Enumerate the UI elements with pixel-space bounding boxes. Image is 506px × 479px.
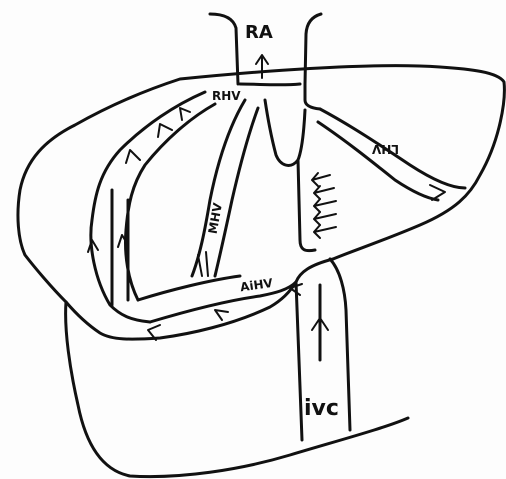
ra-label: RA [245, 22, 273, 43]
aihv-label: AiHV [239, 276, 274, 295]
rhv-vessel [88, 92, 215, 322]
aihv-vessel [138, 276, 302, 340]
mid-trunk [265, 100, 315, 251]
ivc-label: ivc [304, 396, 339, 421]
liver-outline [18, 66, 504, 339]
mhv-vessel [192, 100, 258, 276]
rhv-label: RHV [212, 89, 241, 103]
flow-arrows [312, 173, 336, 238]
lhv-label: LHV [371, 142, 399, 156]
hilum-lines [240, 84, 320, 109]
lower-lobe-outline [66, 302, 408, 477]
ra-flow-arrow [256, 55, 268, 78]
